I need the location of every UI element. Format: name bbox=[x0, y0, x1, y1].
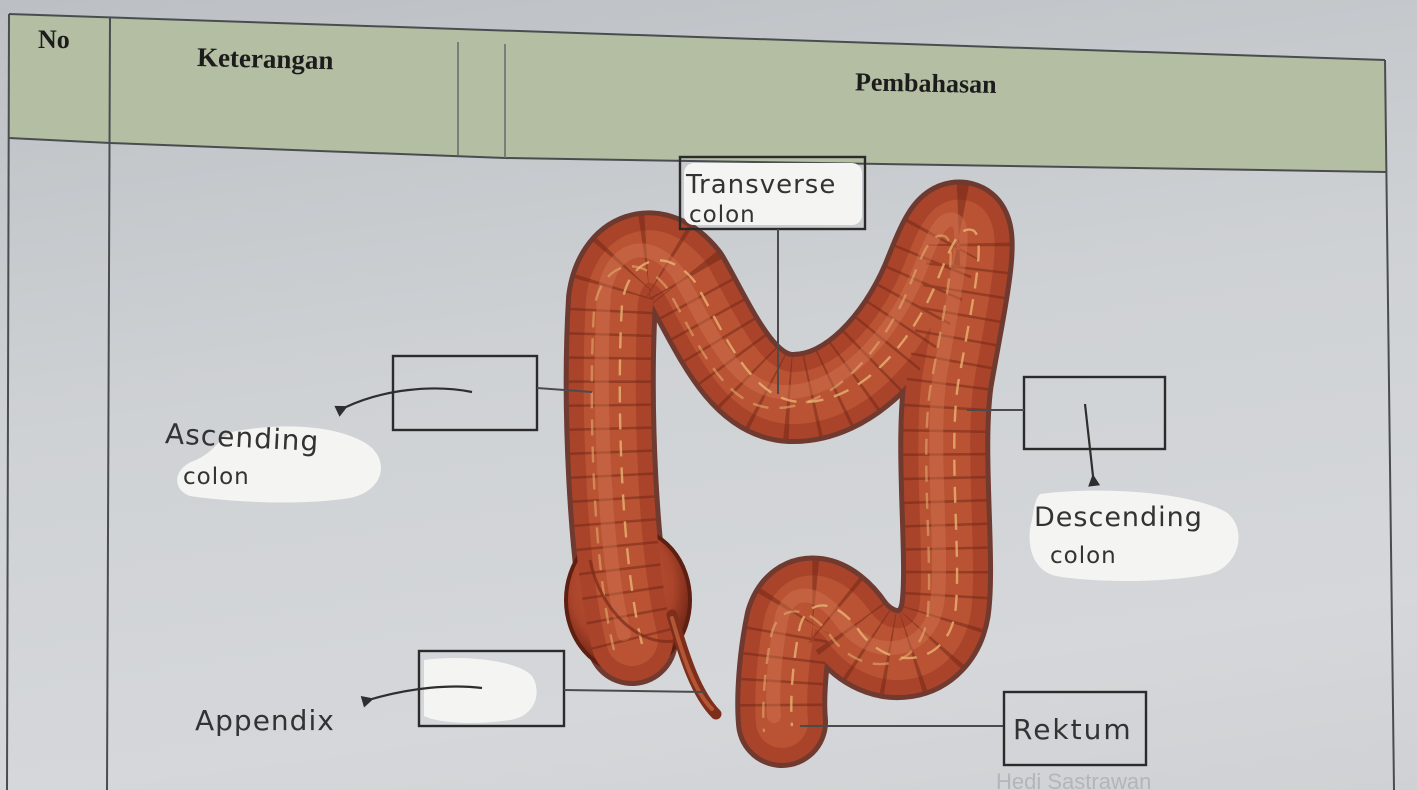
worksheet-table: No Keterangan Pembahasan bbox=[7, 14, 1394, 790]
label-transverse-line1: Transverse bbox=[685, 170, 836, 200]
header-no: No bbox=[38, 25, 70, 54]
label-rectum: Rektum bbox=[800, 692, 1146, 765]
large-intestine-illustration bbox=[566, 220, 979, 732]
label-descending-line2: colon bbox=[1050, 543, 1117, 569]
answer-box-descending bbox=[1024, 377, 1165, 449]
label-rectum-text: Rektum bbox=[1013, 713, 1133, 746]
appendix-shape bbox=[672, 615, 716, 714]
watermark-text: Hedi Sastrawan bbox=[996, 769, 1151, 790]
label-ascending-line1: Ascending bbox=[164, 417, 320, 458]
table-left-border bbox=[7, 14, 9, 790]
correction-fluid-appendix-box bbox=[424, 658, 537, 723]
label-transverse-line2: colon bbox=[689, 202, 756, 228]
arrow-ascending bbox=[346, 388, 472, 407]
label-ascending-line2: colon bbox=[183, 464, 250, 490]
header-keterangan: Keterangan bbox=[197, 42, 334, 75]
leader-line-appendix bbox=[564, 690, 705, 692]
label-descending-line1: Descending bbox=[1034, 502, 1203, 533]
label-descending-colon: Descending colon bbox=[967, 377, 1239, 581]
table-right-border bbox=[1385, 60, 1394, 790]
label-ascending-colon: Ascending colon bbox=[164, 356, 592, 502]
arrow-descending bbox=[1085, 404, 1093, 476]
answer-box-ascending bbox=[393, 356, 537, 430]
header-pembahasan: Pembahasan bbox=[855, 67, 998, 99]
label-appendix-text: Appendix bbox=[195, 704, 335, 737]
